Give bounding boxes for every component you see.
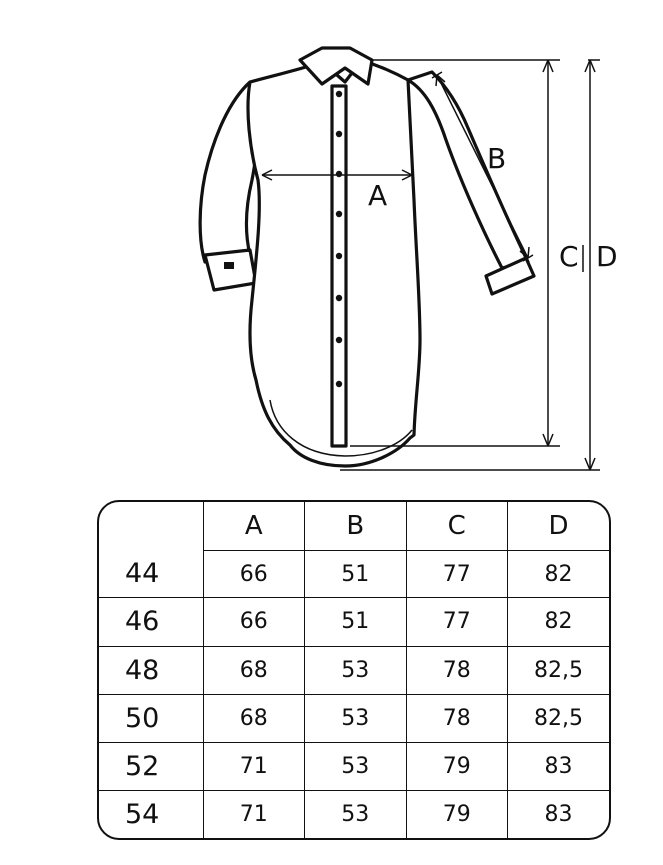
header-a: A	[202, 502, 305, 551]
size-cell: 50	[99, 693, 204, 743]
cell-b: 53	[304, 645, 407, 695]
size-cell: 46	[99, 597, 204, 647]
cell-c: 77	[405, 597, 508, 647]
cell-d: 82	[507, 549, 609, 599]
label-b: B	[487, 142, 506, 175]
cell-a: 68	[202, 645, 305, 695]
cell-c: 77	[405, 549, 508, 599]
cell-b: 51	[304, 549, 407, 599]
table-row: 54 71 53 79 83	[99, 790, 609, 838]
cell-c: 79	[405, 741, 508, 792]
cell-d: 82,5	[507, 693, 609, 743]
table-row: 48 68 53 78 82,5	[99, 645, 609, 695]
header-b: B	[304, 502, 407, 551]
cell-b: 51	[304, 597, 407, 647]
size-cell: 52	[99, 741, 204, 792]
cell-d: 82,5	[507, 645, 609, 695]
right-cuff	[484, 256, 536, 296]
cell-d: 82	[507, 597, 609, 647]
size-cell: 44	[99, 550, 204, 599]
cell-b: 53	[304, 693, 407, 743]
size-table: A B C D 44 66 51 77 82 46 66 51 77 82	[97, 500, 611, 840]
size-cell: 48	[99, 645, 204, 695]
label-a: A	[368, 179, 387, 212]
cell-c: 79	[405, 790, 508, 838]
shirt-measurement-diagram: A B C D	[198, 46, 618, 471]
front-buttons	[335, 90, 343, 388]
shirt-illustration	[198, 46, 536, 468]
measure-b	[431, 71, 534, 262]
right-sleeve	[406, 70, 530, 270]
collar	[298, 46, 374, 86]
cell-a: 71	[202, 741, 305, 792]
measure-a	[261, 169, 413, 181]
cell-b: 53	[304, 790, 407, 838]
label-c: C	[559, 240, 579, 273]
cell-c: 78	[405, 645, 508, 695]
cell-c: 78	[405, 693, 508, 743]
label-d: D	[596, 240, 618, 273]
size-cell: 54	[99, 790, 204, 838]
cell-d: 83	[507, 741, 609, 792]
table-row: 46 66 51 77 82	[99, 597, 609, 647]
cell-a: 66	[202, 549, 305, 599]
cell-a: 68	[202, 693, 305, 743]
left-cuff	[203, 248, 258, 292]
table-row: 52 71 53 79 83	[99, 741, 609, 792]
measure-c	[350, 59, 560, 447]
cell-b: 53	[304, 741, 407, 792]
placket	[330, 84, 348, 448]
table-header-row: A B C D	[99, 502, 609, 551]
header-c: C	[405, 502, 508, 551]
header-corner	[99, 502, 204, 551]
hem-line	[269, 399, 413, 457]
cell-a: 71	[202, 790, 305, 838]
table-row: 44 66 51 77 82	[99, 549, 609, 599]
cell-d: 83	[507, 790, 609, 838]
measure-d	[340, 59, 600, 471]
table-row: 50 68 53 78 82,5	[99, 693, 609, 743]
cell-a: 66	[202, 597, 305, 647]
header-d: D	[507, 502, 609, 551]
cuff-button	[224, 262, 234, 269]
